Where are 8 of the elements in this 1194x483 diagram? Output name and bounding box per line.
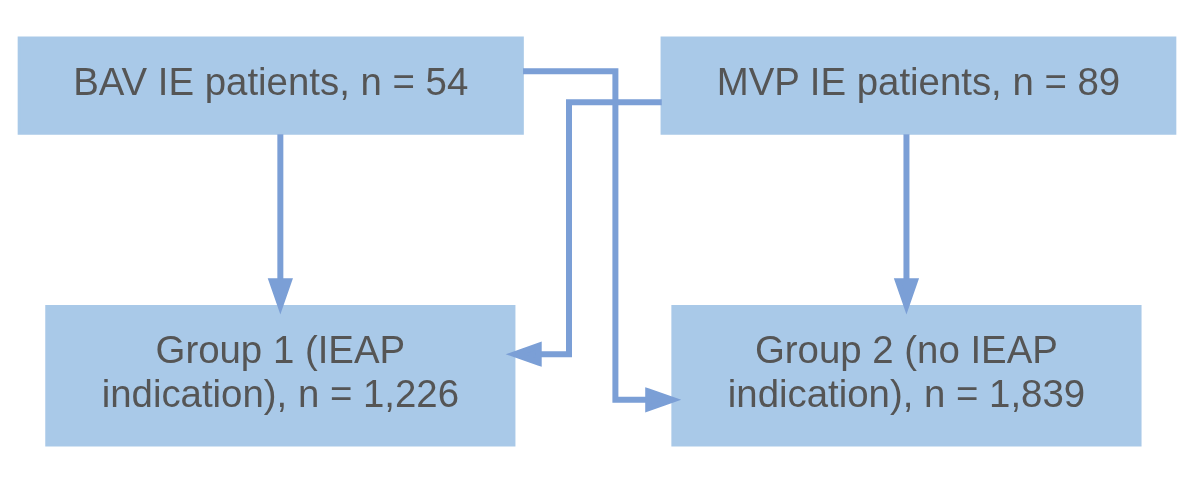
arrow (505, 99, 662, 367)
arrow (267, 134, 293, 315)
arrow (893, 134, 920, 315)
arrow (523, 68, 682, 413)
node-box: BAV IE patients, n = 54 (17, 36, 524, 135)
node-box: Group 2 (no IEAP indication), n = 1,839 (671, 305, 1142, 447)
node-box: MVP IE patients, n = 89 (660, 36, 1177, 135)
node-box: Group 1 (IEAP indication), n = 1,226 (45, 305, 516, 447)
